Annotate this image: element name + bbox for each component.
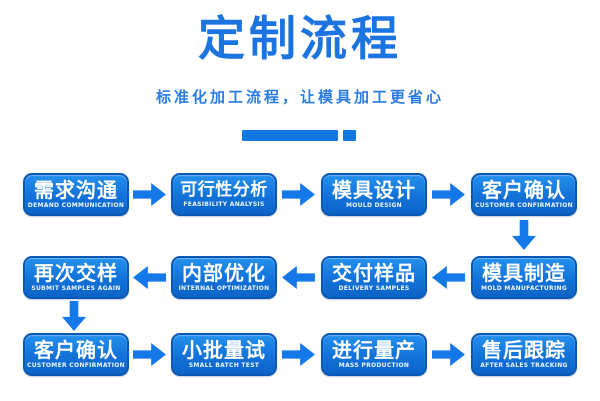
step-label-zh: 交付样品 <box>332 261 416 285</box>
step-label-en: DELIVERY SAMPLES <box>338 285 410 292</box>
title-underline-dot <box>343 130 356 141</box>
arrow-left-icon <box>282 266 315 289</box>
arrow-right-icon <box>432 343 465 366</box>
flow-step-submit-samples-again: 再次交样 SUBMIT SAMPLES AGAIN <box>23 256 129 299</box>
arrow-down-icon <box>62 301 86 331</box>
step-label-zh: 模具设计 <box>332 178 416 202</box>
step-label-zh: 内部优化 <box>182 261 266 285</box>
page-title: 定制流程 <box>198 12 402 67</box>
arrow-left-icon <box>432 266 465 289</box>
step-label-zh: 需求沟通 <box>34 178 118 202</box>
step-label-en: MOLD MANUFACTURING <box>480 285 568 292</box>
flow-step-mold-manufacturing: 模具制造 MOLD MANUFACTURING <box>471 256 577 299</box>
flow-step-customer-confirmation-2: 客户确认 CUSTOMER CONFIRMATION <box>23 333 129 376</box>
step-label-en: MASS PRODUCTION <box>338 362 410 369</box>
flow-step-customer-confirmation-1: 客户确认 CUSTOMER CONFIRMATION <box>471 173 577 216</box>
step-label-en: DEMAND COMMUNICATION <box>27 202 125 209</box>
flow-step-after-sales-tracking: 售后跟踪 AFTER SALES TRACKING <box>471 333 577 376</box>
step-label-en: AFTER SALES TRACKING <box>480 362 568 369</box>
step-label-zh: 售后跟踪 <box>482 338 566 362</box>
flow-step-mould-design: 模具设计 MOULD DESIGN <box>321 173 427 216</box>
flow-step-internal-optimization: 内部优化 INTERNAL OPTIMIZATION <box>171 256 277 299</box>
step-label-en: SUBMIT SAMPLES AGAIN <box>31 285 121 292</box>
flow-step-feasibility-analysis: 可行性分析 FEASIBILITY ANALYSIS <box>171 173 277 216</box>
arrow-down-icon <box>512 220 536 250</box>
arrow-right-icon <box>282 183 315 206</box>
flow-step-demand-communication: 需求沟通 DEMAND COMMUNICATION <box>23 173 129 216</box>
step-label-en: CUSTOMER CONFIRMATION <box>27 362 125 369</box>
step-label-en: INTERNAL OPTIMIZATION <box>178 285 270 292</box>
flow-step-delivery-samples: 交付样品 DELIVERY SAMPLES <box>321 256 427 299</box>
flow-step-mass-production: 进行量产 MASS PRODUCTION <box>321 333 427 376</box>
step-label-en: CUSTOMER CONFIRMATION <box>475 202 573 209</box>
step-label-en: MOULD DESIGN <box>345 202 402 209</box>
step-label-zh: 客户确认 <box>482 178 566 202</box>
flow-step-small-batch-test: 小批量试 SMALL BATCH TEST <box>171 333 277 376</box>
step-label-zh: 进行量产 <box>332 338 416 362</box>
arrow-right-icon <box>282 343 315 366</box>
arrow-right-icon <box>133 183 166 206</box>
step-label-zh: 模具制造 <box>482 261 566 285</box>
step-label-zh: 可行性分析 <box>180 179 268 200</box>
title-underline-bar <box>242 130 338 141</box>
arrow-left-icon <box>133 266 166 289</box>
step-label-zh: 小批量试 <box>182 338 266 362</box>
step-label-zh: 再次交样 <box>34 261 118 285</box>
arrow-right-icon <box>432 183 465 206</box>
step-label-en: FEASIBILITY ANALYSIS <box>183 200 265 208</box>
step-label-zh: 客户确认 <box>34 338 118 362</box>
step-label-en: SMALL BATCH TEST <box>188 362 260 369</box>
arrow-right-icon <box>133 343 166 366</box>
page-subtitle: 标准化加工流程，让模具加工更省心 <box>155 88 444 106</box>
